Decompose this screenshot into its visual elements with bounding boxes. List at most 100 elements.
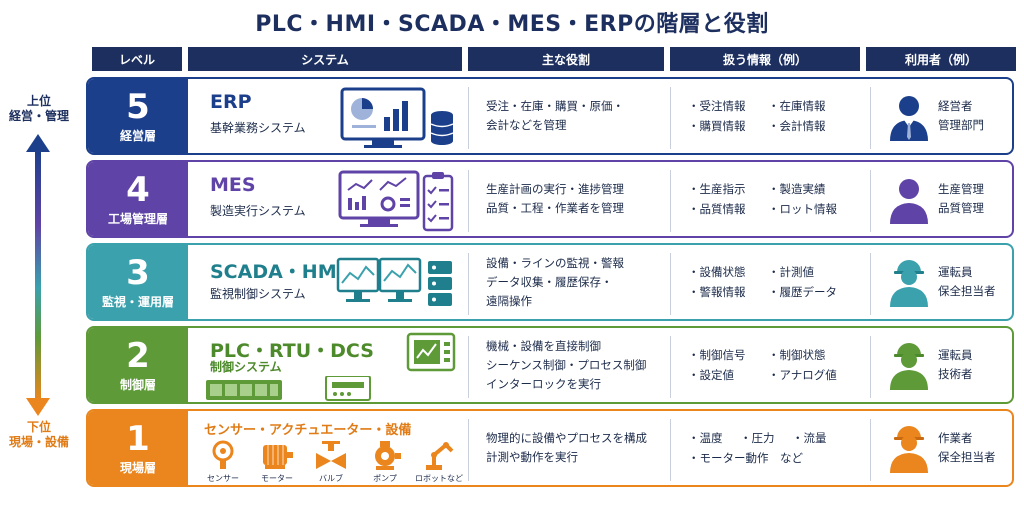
hierarchy-arrow-icon [26, 134, 50, 416]
valve-icon [316, 441, 346, 469]
level-number: 5 [126, 86, 150, 127]
header-role: 主な役割 [468, 47, 664, 71]
device-label: モーター [261, 474, 293, 483]
info-item: ロット情報 [768, 201, 858, 217]
info-cell: 温度 圧力 流量 モーター動作 など [688, 411, 858, 485]
divider [468, 170, 469, 232]
info-item: 制御信号 [688, 347, 768, 363]
level-label: 現場層 [119, 460, 156, 475]
role-line: 遠隔操作 [486, 293, 532, 308]
level-number: 1 [126, 418, 150, 459]
system-cell: MES 製造実行システム [188, 162, 468, 236]
system-name: PLC・RTU・DCS [210, 340, 374, 362]
info-cell: 制御信号 制御状態 設定値 アナログ値 [688, 328, 858, 402]
divider [870, 87, 871, 149]
info-item: 製造実績 [768, 181, 858, 197]
info-item: 設定値 [688, 367, 768, 383]
info-item: 生産指示 [688, 181, 768, 197]
info-item: 計測値 [768, 264, 858, 280]
divider [670, 170, 671, 232]
level-number: 2 [126, 335, 150, 376]
field-devices-icon: センサー モーター バルブ [196, 439, 466, 485]
divider [670, 87, 671, 149]
field-device: モーター [251, 439, 303, 485]
field-device: センサー [197, 439, 249, 485]
user-line: 運転員 [938, 348, 973, 362]
monitor-database-icon [340, 87, 454, 148]
dual-monitor-server-icon [336, 257, 452, 306]
users-cell: 生産管理 品質管理 [884, 162, 1012, 236]
side-bottom-line1: 下位 [26, 420, 51, 434]
robot-arm-icon [426, 442, 454, 470]
side-top-line1: 上位 [26, 94, 51, 108]
users-cell: 経営者 管理部門 [884, 79, 1012, 153]
user-line: 技術者 [938, 367, 973, 381]
system-cell: ERP 基幹業務システム [188, 79, 468, 153]
role-line: 設備・ラインの監視・警報 [486, 255, 624, 270]
role-cell: 生産計画の実行・進捗管理 品質・工程・作業者を管理 [486, 162, 666, 236]
info-item: 購買情報 [688, 118, 768, 134]
system-cell: PLC・RTU・DCS 制御システム [188, 328, 468, 402]
helmet-worker-icon [890, 426, 928, 473]
system-cell: SCADA・HMI 監視制御システム [188, 245, 468, 319]
side-bottom-line2: 現場・設備 [8, 435, 69, 449]
role-line: 機械・設備を直接制御 [486, 338, 601, 353]
role-line: 受注・在庫・購買・原価・ [486, 99, 624, 113]
divider [670, 336, 671, 398]
system-subtitle: 監視制御システム [210, 287, 306, 301]
info-item: モーター動作 など [688, 450, 852, 466]
user-line: 運転員 [938, 265, 973, 279]
page-title: PLC・HMI・SCADA・MES・ERPの階層と役割 [255, 12, 769, 37]
device-label: バルブ [319, 474, 343, 483]
layer-row-mes: 4 工場管理層 MES 製造実行システム 生産計画の実行・進捗管理 品質・工程・… [86, 160, 1014, 238]
info-item: アナログ値 [768, 367, 858, 383]
device-label: センサー [207, 474, 239, 483]
businessman-icon [890, 96, 928, 141]
monitor-checklist-icon [338, 170, 454, 232]
system-name: MES [210, 174, 256, 196]
users-cell: 作業者 保全担当者 [884, 411, 1012, 485]
header-info: 扱う情報（例） [670, 47, 860, 71]
user-line: 経営者 [938, 99, 973, 113]
divider [468, 253, 469, 315]
field-device: ロボットなど [413, 439, 465, 485]
device-label: ポンプ [373, 474, 397, 483]
role-cell: 受注・在庫・購買・原価・ 会計などを管理 [486, 79, 666, 153]
header-users: 利用者（例） [866, 47, 1016, 71]
info-item: 警報情報 [688, 284, 768, 300]
level-label: 経営層 [119, 128, 156, 143]
info-item: 圧力 [740, 430, 792, 446]
user-line: 保全担当者 [938, 284, 996, 298]
system-name: SCADA・HMI [210, 261, 344, 283]
info-item: 受注情報 [688, 98, 768, 114]
divider [870, 253, 871, 315]
divider [468, 87, 469, 149]
header-level: レベル [92, 47, 182, 71]
info-item: 制御状態 [768, 347, 858, 363]
info-item: 設備状態 [688, 264, 768, 280]
info-item: 温度 [688, 430, 740, 446]
level-badge: 1 現場層 [88, 411, 188, 485]
sensor-icon [212, 440, 234, 469]
level-label: 工場管理層 [107, 211, 168, 226]
users-cell: 運転員 技術者 [884, 328, 1012, 402]
level-badge: 4 工場管理層 [88, 162, 188, 236]
divider [870, 336, 871, 398]
user-line: 品質管理 [938, 201, 984, 215]
role-cell: 物理的に設備やプロセスを構成 計測や動作を実行 [486, 411, 666, 485]
system-subtitle: 基幹業務システム [210, 121, 306, 135]
role-line: 品質・工程・作業者を管理 [486, 201, 624, 215]
info-item: 在庫情報 [768, 98, 858, 114]
info-item: 品質情報 [688, 201, 768, 217]
users-cell: 運転員 保全担当者 [884, 245, 1012, 319]
level-number: 4 [126, 169, 150, 210]
divider [670, 419, 671, 481]
device-label: ロボットなど [415, 474, 463, 483]
role-line: 計測や動作を実行 [486, 450, 578, 464]
user-line: 作業者 [938, 431, 973, 445]
info-item: 履歴データ [768, 284, 858, 300]
level-label: 監視・運用層 [101, 294, 174, 309]
layer-row-erp: 5 経営層 ERP 基幹業務システム 受注・在庫・購買・原価・ 会計などを管理 … [86, 77, 1014, 155]
divider [870, 419, 871, 481]
role-line: インターロックを実行 [486, 376, 601, 391]
